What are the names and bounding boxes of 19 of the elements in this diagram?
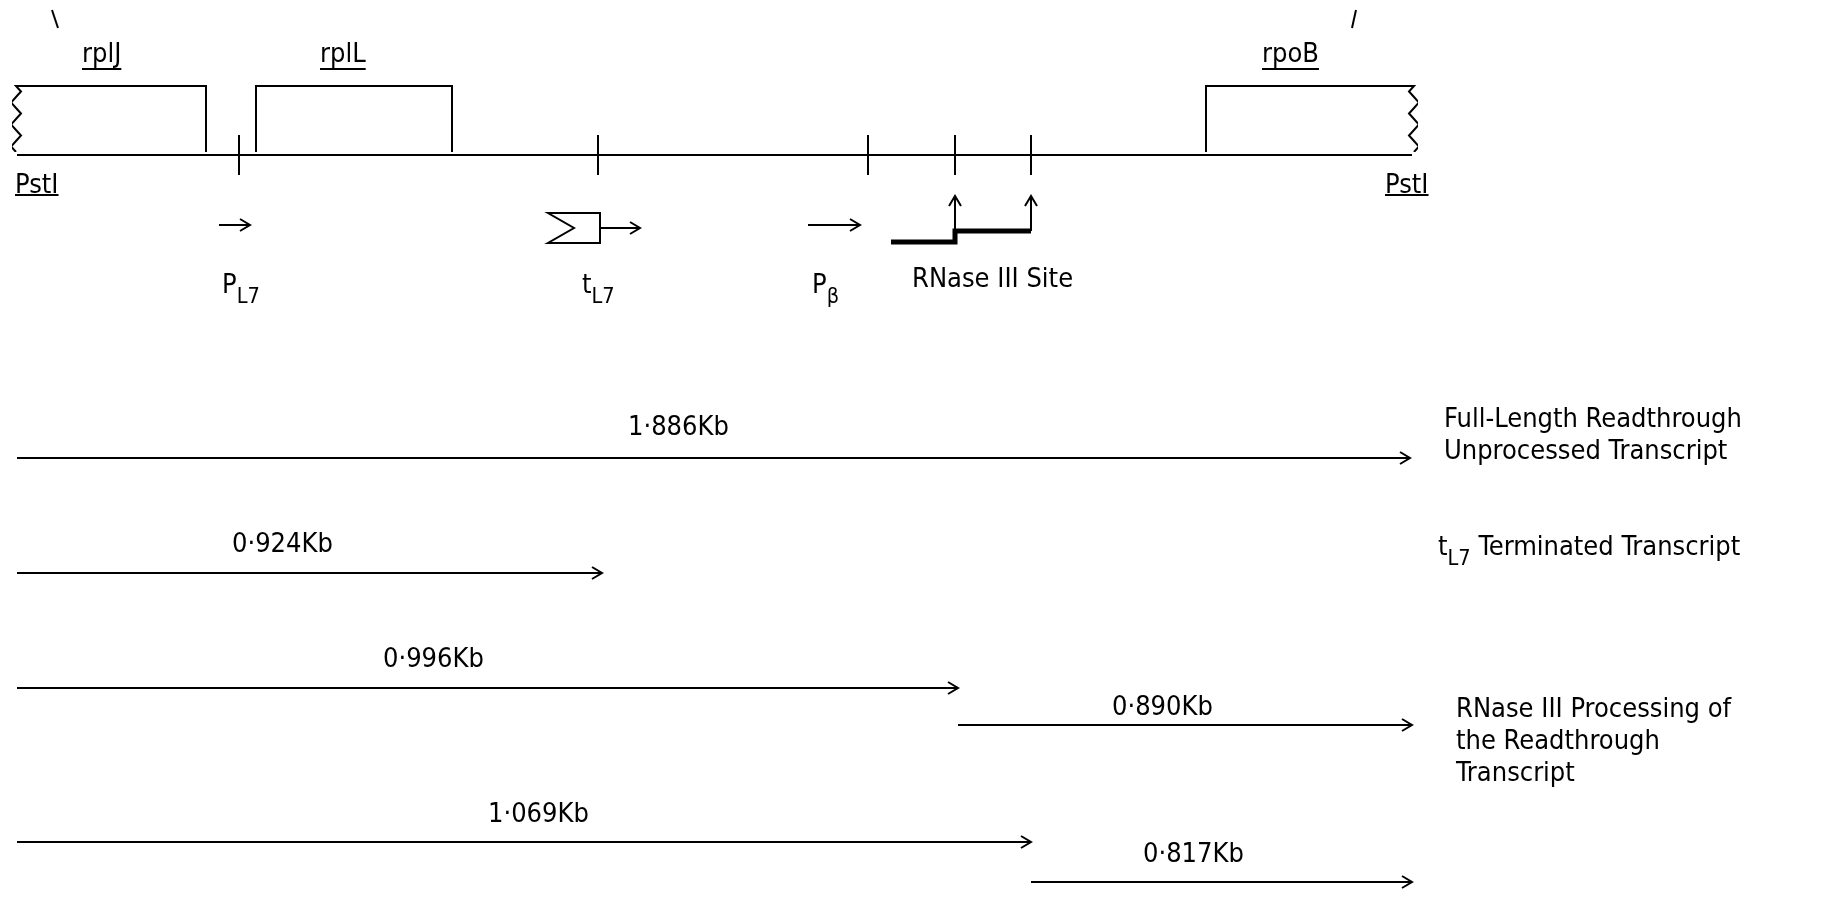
length-label: 0·890Kb: [1112, 690, 1213, 722]
length-label: 1·069Kb: [488, 797, 589, 829]
transcript-description: RNase III Processing of the Readthrough Transcript: [1456, 692, 1733, 788]
transcript-description: Full-Length Readthrough Unprocessed Transcript: [1444, 402, 1743, 466]
length-label: 0·996Kb: [383, 642, 484, 674]
restriction-site-label: PstI: [15, 168, 59, 200]
length-label: 0·924Kb: [232, 527, 333, 559]
length-label: 1·886Kb: [628, 410, 729, 442]
promoter-label: P$_{L7}$: [222, 268, 260, 310]
gene-label: rplJ: [82, 38, 122, 68]
site-label: RNase III Site: [912, 262, 1074, 294]
dna-map-line: [16, 154, 1413, 156]
terminator-label: t$_{L7}$: [582, 268, 615, 310]
transcript-description: t$_{L7}$ Terminated Transcript: [1438, 530, 1741, 572]
restriction-site-label: PstI: [1385, 168, 1429, 200]
promoter-label: P$_{β}$: [812, 268, 840, 310]
gene-label: rplL: [320, 38, 366, 68]
gene-label: rpoB: [1262, 38, 1319, 68]
length-label: 0·817Kb: [1143, 837, 1244, 869]
